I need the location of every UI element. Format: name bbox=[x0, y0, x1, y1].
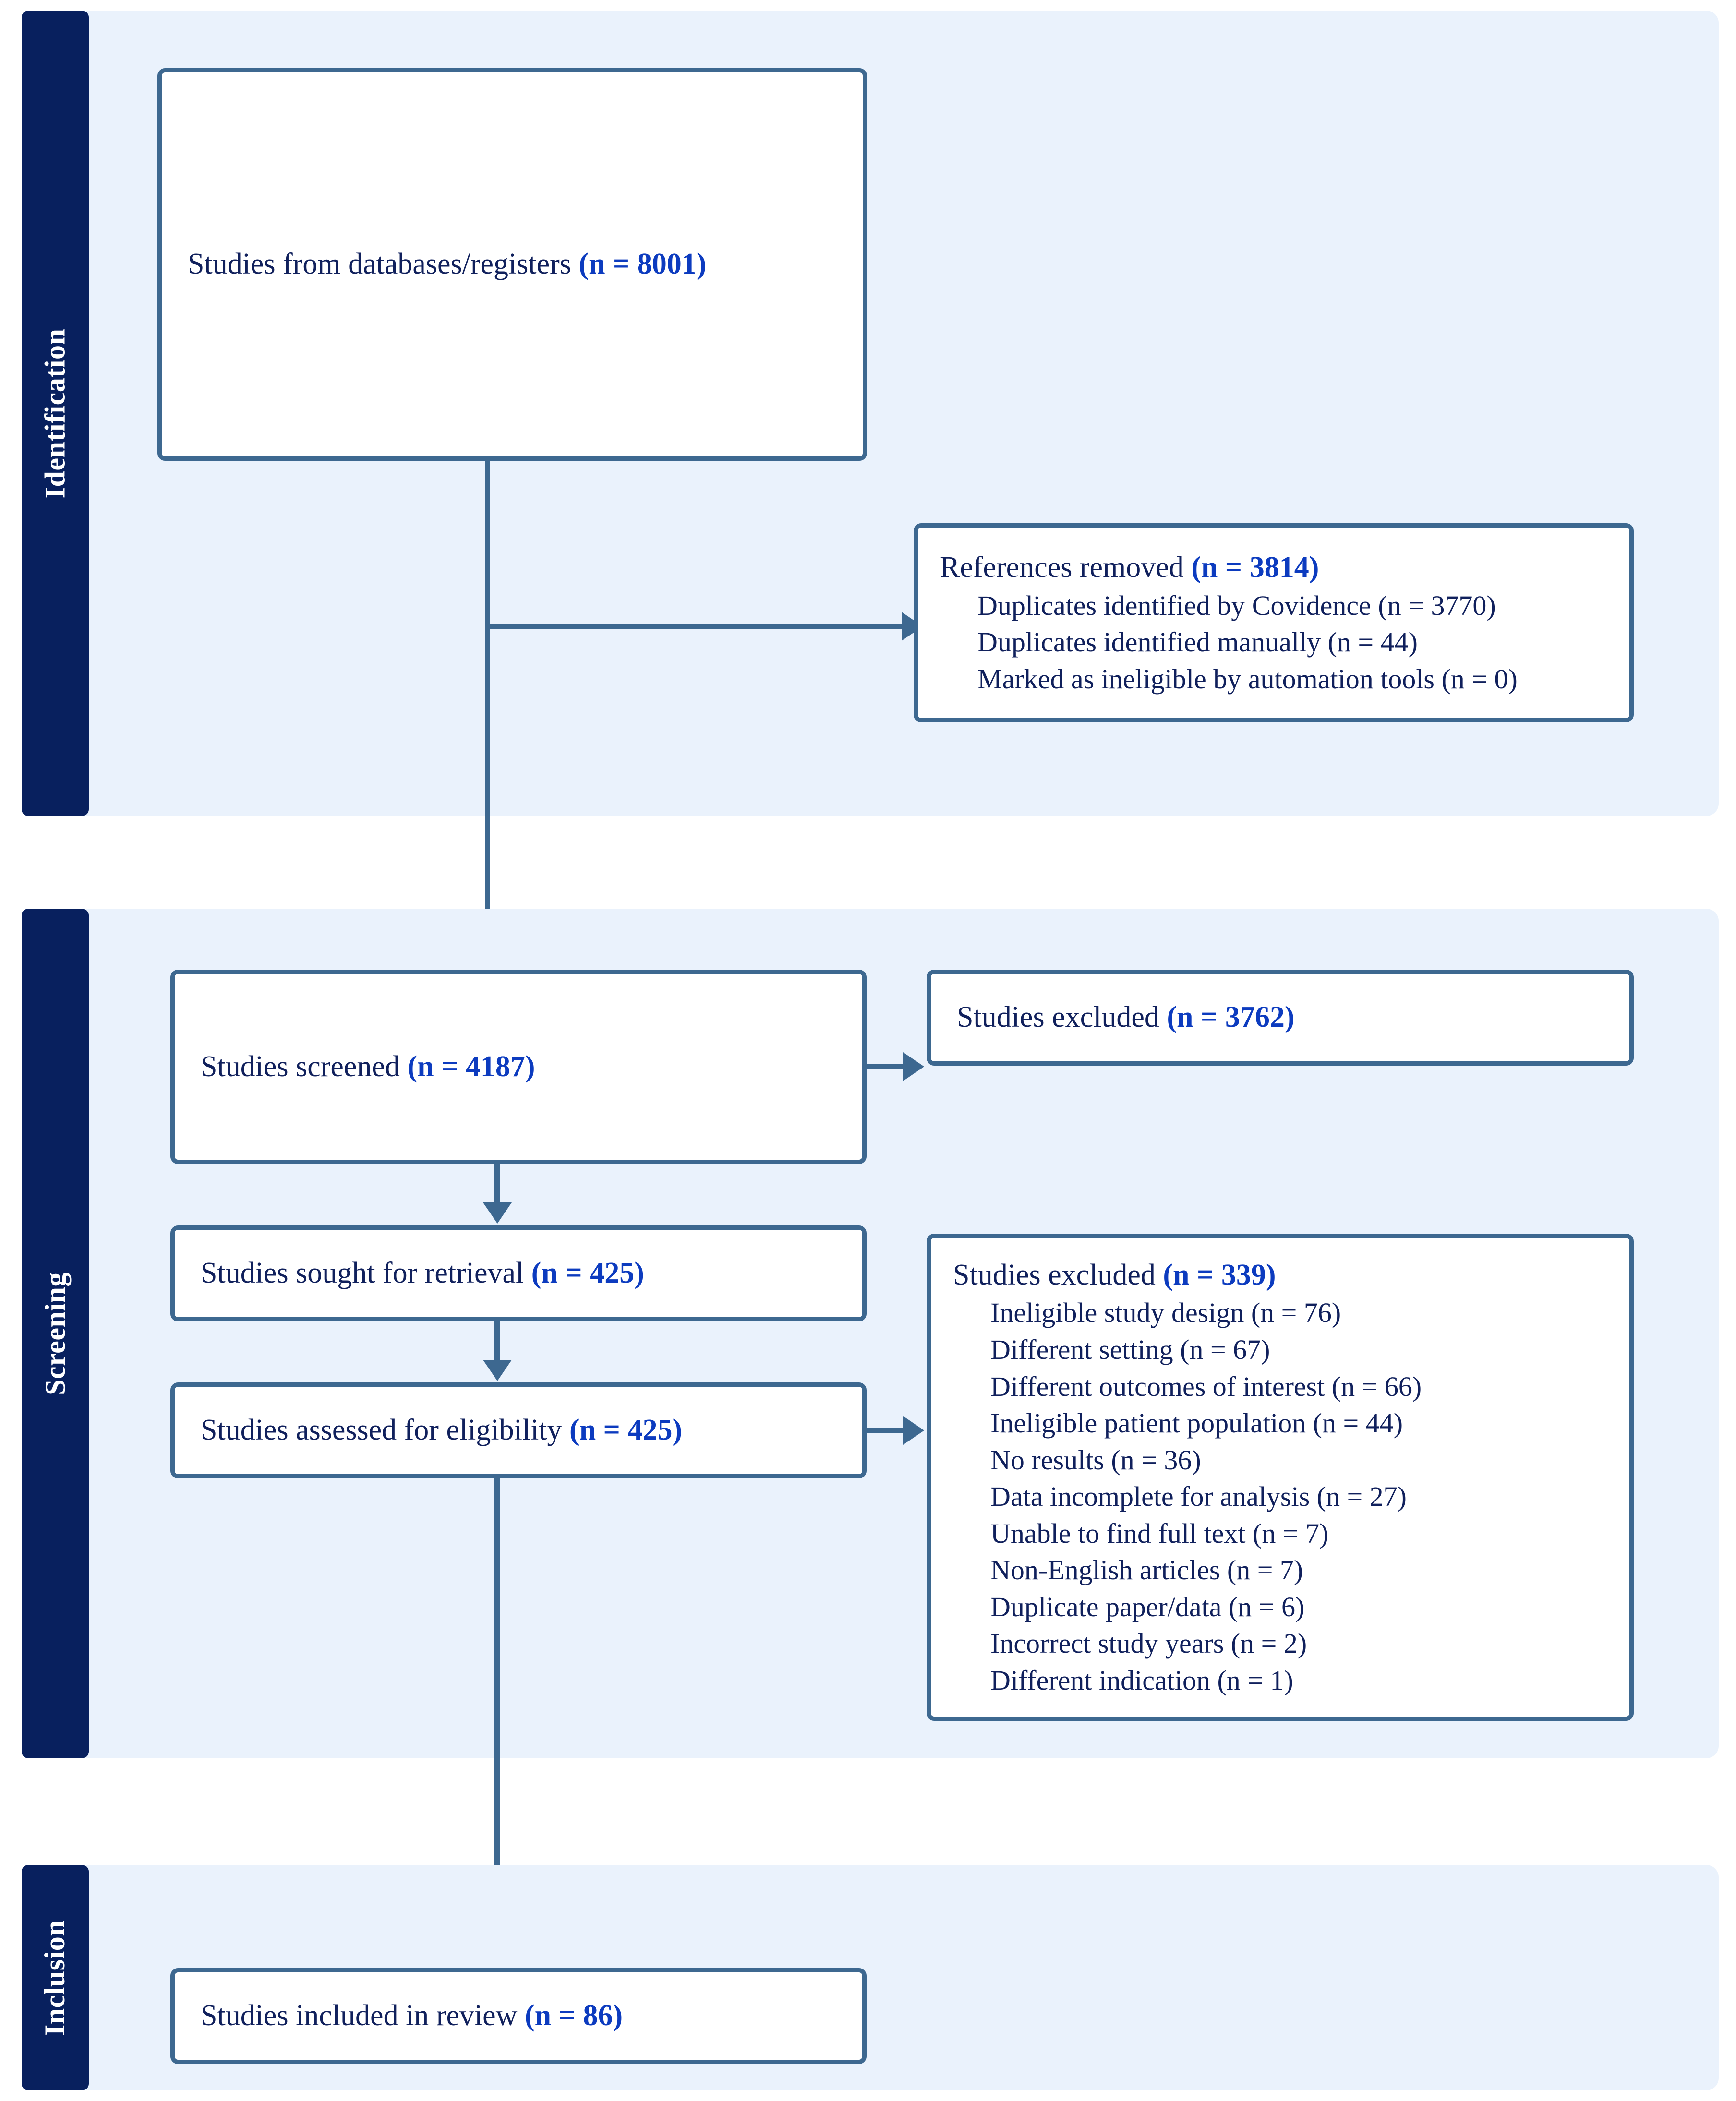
connector-screened-to-sought bbox=[494, 1164, 500, 1214]
box-references-removed-content: References removed (n = 3814) Duplicates… bbox=[918, 548, 1629, 697]
connector-assessed-to-excluded bbox=[867, 1428, 905, 1433]
box-studies-sought-for-retrieval-count: (n = 425) bbox=[531, 1257, 644, 1290]
connector-sought-to-assessed bbox=[494, 1321, 500, 1372]
connector-screened-to-excluded bbox=[867, 1064, 905, 1069]
box-studies-screened[interactable]: Studies screened (n = 4187) bbox=[170, 970, 867, 1164]
box-studies-assessed-for-eligibility-text: Studies assessed for eligibility bbox=[201, 1414, 570, 1447]
box-studies-from-databases-content: Studies from databases/registers (n = 80… bbox=[162, 245, 863, 284]
box-references-removed[interactable]: References removed (n = 3814) Duplicates… bbox=[914, 523, 1634, 722]
box-studies-excluded-screening[interactable]: Studies excluded (n = 3762) bbox=[927, 970, 1634, 1066]
box-studies-excluded-eligibility-text: Studies excluded bbox=[953, 1258, 1163, 1291]
box-studies-excluded-eligibility-content: Studies excluded (n = 339) Ineligible st… bbox=[931, 1256, 1629, 1699]
exclusion-reason-item: Data incomplete for analysis (n = 27) bbox=[990, 1481, 1407, 1513]
box-studies-from-databases-text: Studies from databases/registers bbox=[188, 248, 579, 281]
box-studies-assessed-for-eligibility[interactable]: Studies assessed for eligibility (n = 42… bbox=[170, 1382, 867, 1478]
box-studies-included-in-review-count: (n = 86) bbox=[524, 1999, 623, 2032]
arrow-screened-to-excluded bbox=[903, 1052, 924, 1081]
stage-band-screening: Screening bbox=[22, 909, 89, 1758]
box-references-removed-count: (n = 3814) bbox=[1191, 551, 1319, 584]
arrow-sought-to-assessed bbox=[483, 1360, 512, 1381]
box-studies-screened-content: Studies screened (n = 4187) bbox=[175, 1047, 862, 1087]
exclusion-reason-item: Unable to find full text (n = 7) bbox=[990, 1517, 1329, 1549]
stage-band-identification: Identification bbox=[22, 11, 89, 816]
stage-band-inclusion: Inclusion bbox=[22, 1865, 89, 2090]
box-studies-excluded-eligibility-count: (n = 339) bbox=[1163, 1258, 1276, 1291]
exclusion-reason-item: Non-English articles (n = 7) bbox=[990, 1554, 1303, 1586]
references-removed-item: Duplicates identified by Covidence (n = … bbox=[977, 589, 1496, 621]
exclusion-reason-item: Ineligible patient population (n = 44) bbox=[990, 1407, 1403, 1439]
references-removed-item: Marked as ineligible by automation tools… bbox=[977, 663, 1518, 695]
exclusion-reason-item: Different setting (n = 67) bbox=[990, 1333, 1270, 1365]
exclusion-reason-item: Ineligible study design (n = 76) bbox=[990, 1297, 1341, 1329]
arrow-assessed-to-excluded bbox=[903, 1416, 924, 1445]
box-studies-included-in-review-text: Studies included in review bbox=[201, 1999, 525, 2032]
box-studies-screened-count: (n = 4187) bbox=[407, 1050, 535, 1083]
box-studies-included-in-review-content: Studies included in review (n = 86) bbox=[175, 1996, 862, 2036]
references-removed-item: Duplicates identified manually (n = 44) bbox=[977, 626, 1418, 658]
box-studies-assessed-for-eligibility-count: (n = 425) bbox=[569, 1414, 683, 1447]
box-studies-excluded-eligibility[interactable]: Studies excluded (n = 339) Ineligible st… bbox=[927, 1234, 1634, 1721]
connector-assessed-to-included bbox=[494, 1478, 500, 1958]
exclusion-reason-item: Different indication (n = 1) bbox=[990, 1664, 1293, 1696]
box-studies-sought-for-retrieval-text: Studies sought for retrieval bbox=[201, 1257, 531, 1290]
arrow-screened-to-sought bbox=[483, 1202, 512, 1224]
box-studies-sought-for-retrieval-content: Studies sought for retrieval (n = 425) bbox=[175, 1254, 862, 1293]
box-studies-from-databases-count: (n = 8001) bbox=[579, 248, 707, 281]
box-studies-screened-text: Studies screened bbox=[201, 1050, 408, 1083]
stage-label-screening: Screening bbox=[39, 1272, 71, 1395]
box-studies-excluded-screening-content: Studies excluded (n = 3762) bbox=[931, 998, 1629, 1037]
box-studies-excluded-screening-count: (n = 3762) bbox=[1167, 1001, 1295, 1034]
box-studies-excluded-screening-text: Studies excluded bbox=[957, 1001, 1167, 1034]
stage-label-identification: Identification bbox=[39, 328, 71, 498]
exclusion-reason-item: Duplicate paper/data (n = 6) bbox=[990, 1591, 1305, 1622]
box-references-removed-text: References removed bbox=[940, 551, 1192, 584]
box-studies-assessed-for-eligibility-content: Studies assessed for eligibility (n = 42… bbox=[175, 1411, 862, 1450]
exclusion-reason-item: Incorrect study years (n = 2) bbox=[990, 1628, 1307, 1659]
connector-to-references-removed bbox=[485, 624, 903, 629]
connector-identification-vertical bbox=[485, 461, 490, 965]
exclusion-reason-item: Different outcomes of interest (n = 66) bbox=[990, 1370, 1422, 1402]
exclusion-reason-item: No results (n = 36) bbox=[990, 1444, 1201, 1476]
box-studies-from-databases[interactable]: Studies from databases/registers (n = 80… bbox=[157, 68, 867, 461]
box-studies-sought-for-retrieval[interactable]: Studies sought for retrieval (n = 425) bbox=[170, 1225, 867, 1321]
stage-label-inclusion: Inclusion bbox=[39, 1920, 71, 2036]
box-studies-included-in-review[interactable]: Studies included in review (n = 86) bbox=[170, 1968, 867, 2064]
